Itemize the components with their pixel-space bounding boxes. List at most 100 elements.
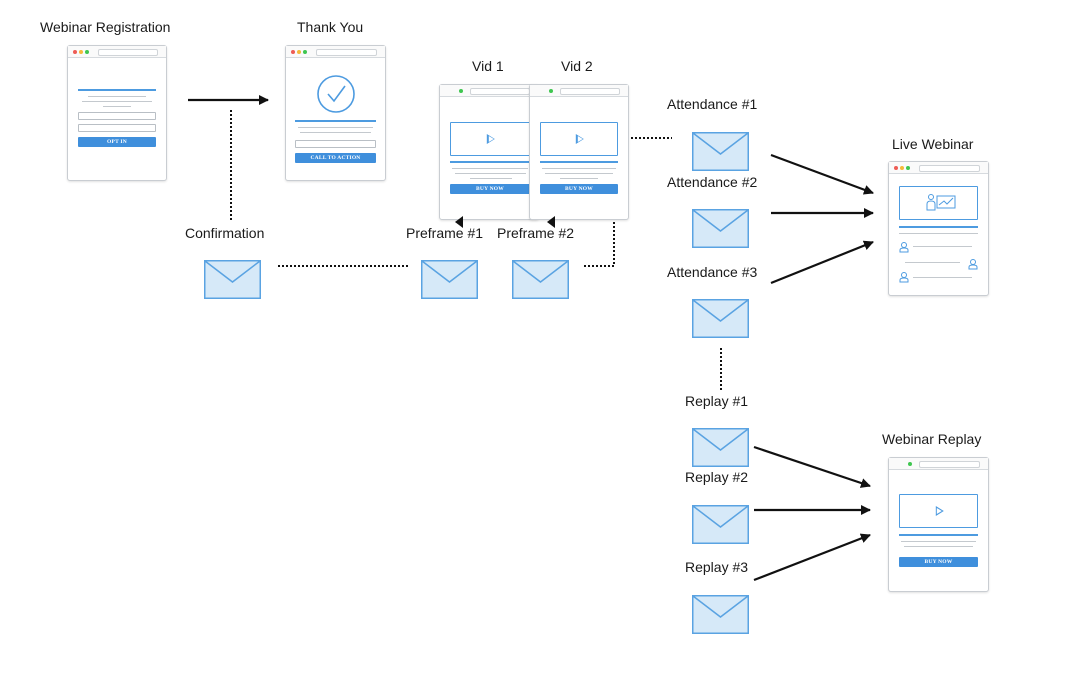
form-field (295, 140, 376, 148)
thank-you-page: CALL TO ACTION (285, 45, 386, 181)
label-webinar-registration: Webinar Registration (40, 19, 171, 35)
label-replay-1: Replay #1 (685, 393, 749, 409)
arrow-attendance-1-to-live (770, 153, 874, 195)
status-dot-icon (549, 89, 553, 93)
headline-line (295, 120, 376, 122)
label-thank-you: Thank You (297, 19, 364, 35)
confirmation-email-icon (204, 260, 261, 299)
headline-line (899, 534, 978, 536)
replay-2-email-icon (692, 505, 749, 544)
buy-now-button: BUY NOW (450, 184, 530, 194)
label-confirmation: Confirmation (185, 225, 265, 241)
presenter-chart-icon (926, 194, 956, 211)
close-dot-icon (291, 50, 295, 54)
play-icon (575, 134, 584, 144)
arrowheads-up (455, 216, 555, 228)
label-attendance-3: Attendance #3 (667, 264, 758, 280)
headline-line (540, 161, 618, 163)
maximize-dot-icon (85, 50, 89, 54)
text-line (542, 168, 616, 169)
attendance-1-email-icon (692, 132, 749, 171)
browser-bar (889, 458, 988, 470)
minimize-dot-icon (79, 50, 83, 54)
preframe-2-email-icon (512, 260, 569, 299)
minimize-dot-icon (297, 50, 301, 54)
text-line (82, 101, 152, 102)
arrow-replay-3-to-replay-page (753, 533, 871, 582)
address-bar (919, 165, 980, 172)
browser-bar (440, 85, 538, 97)
label-preframe-2: Preframe #2 (497, 225, 575, 241)
user-icon (899, 242, 909, 253)
form-field (78, 112, 156, 120)
label-preframe-1: Preframe #1 (406, 225, 484, 241)
form-field (78, 124, 156, 132)
text-line (103, 106, 131, 107)
headline-line (78, 89, 156, 91)
video-player (899, 494, 978, 528)
headline-line (899, 226, 978, 228)
preframe-1-email-icon (421, 260, 478, 299)
browser-bar (286, 46, 385, 58)
maximize-dot-icon (303, 50, 307, 54)
close-dot-icon (894, 166, 898, 170)
label-attendance-2: Attendance #2 (667, 174, 758, 190)
text-line (904, 546, 973, 547)
label-vid-1: Vid 1 (472, 58, 504, 74)
replay-3-email-icon (692, 595, 749, 634)
headline-line (450, 161, 530, 163)
address-bar (98, 49, 158, 56)
chat-line (913, 277, 972, 278)
user-icon (899, 272, 909, 283)
live-webinar-page (888, 161, 989, 296)
vid-2-page: BUY NOW (529, 84, 629, 220)
text-line (452, 168, 528, 169)
close-dot-icon (73, 50, 77, 54)
label-vid-2: Vid 2 (561, 58, 593, 74)
browser-bar (889, 162, 988, 174)
address-bar (919, 461, 980, 468)
text-line (470, 178, 512, 179)
vid-1-page: BUY NOW (439, 84, 539, 220)
label-webinar-replay: Webinar Replay (882, 431, 982, 447)
label-live-webinar: Live Webinar (892, 136, 974, 152)
dotted-preframe-2-to-vid-2 (584, 222, 615, 267)
arrowhead-preframe-1-to-vid-1 (455, 216, 463, 228)
label-attendance-1: Attendance #1 (667, 96, 758, 112)
attendance-2-email-icon (692, 209, 749, 248)
chat-line (905, 262, 960, 263)
status-dot-icon (459, 89, 463, 93)
text-line (455, 173, 526, 174)
play-icon (935, 506, 944, 516)
play-icon (486, 134, 495, 144)
replay-1-email-icon (692, 428, 749, 467)
arrow-replay-1-to-replay-page (753, 445, 871, 488)
text-line (88, 96, 146, 97)
buy-now-button: BUY NOW (540, 184, 618, 194)
arrow-attendance-3-to-live (770, 240, 874, 285)
call-to-action-button: CALL TO ACTION (295, 153, 376, 163)
text-line (899, 233, 978, 234)
label-replay-3: Replay #3 (685, 559, 749, 575)
minimize-dot-icon (900, 166, 904, 170)
status-dot-icon (908, 462, 912, 466)
text-line (560, 178, 598, 179)
arrowhead-preframe-2-to-vid-2 (547, 216, 555, 228)
browser-bar (530, 85, 628, 97)
label-replay-2: Replay #2 (685, 469, 749, 485)
dotted-links (230, 110, 722, 390)
buy-now-button: BUY NOW (899, 557, 978, 567)
solid-arrows (188, 95, 874, 582)
video-player (540, 122, 618, 156)
text-line (300, 132, 371, 133)
browser-bar (68, 46, 166, 58)
address-bar (560, 88, 620, 95)
attendance-3-email-icon (692, 299, 749, 338)
checkmark-circle-icon (317, 75, 355, 113)
maximize-dot-icon (906, 166, 910, 170)
address-bar (316, 49, 377, 56)
text-line (298, 127, 373, 128)
registration-page: OPT IN (67, 45, 167, 181)
text-line (545, 173, 613, 174)
